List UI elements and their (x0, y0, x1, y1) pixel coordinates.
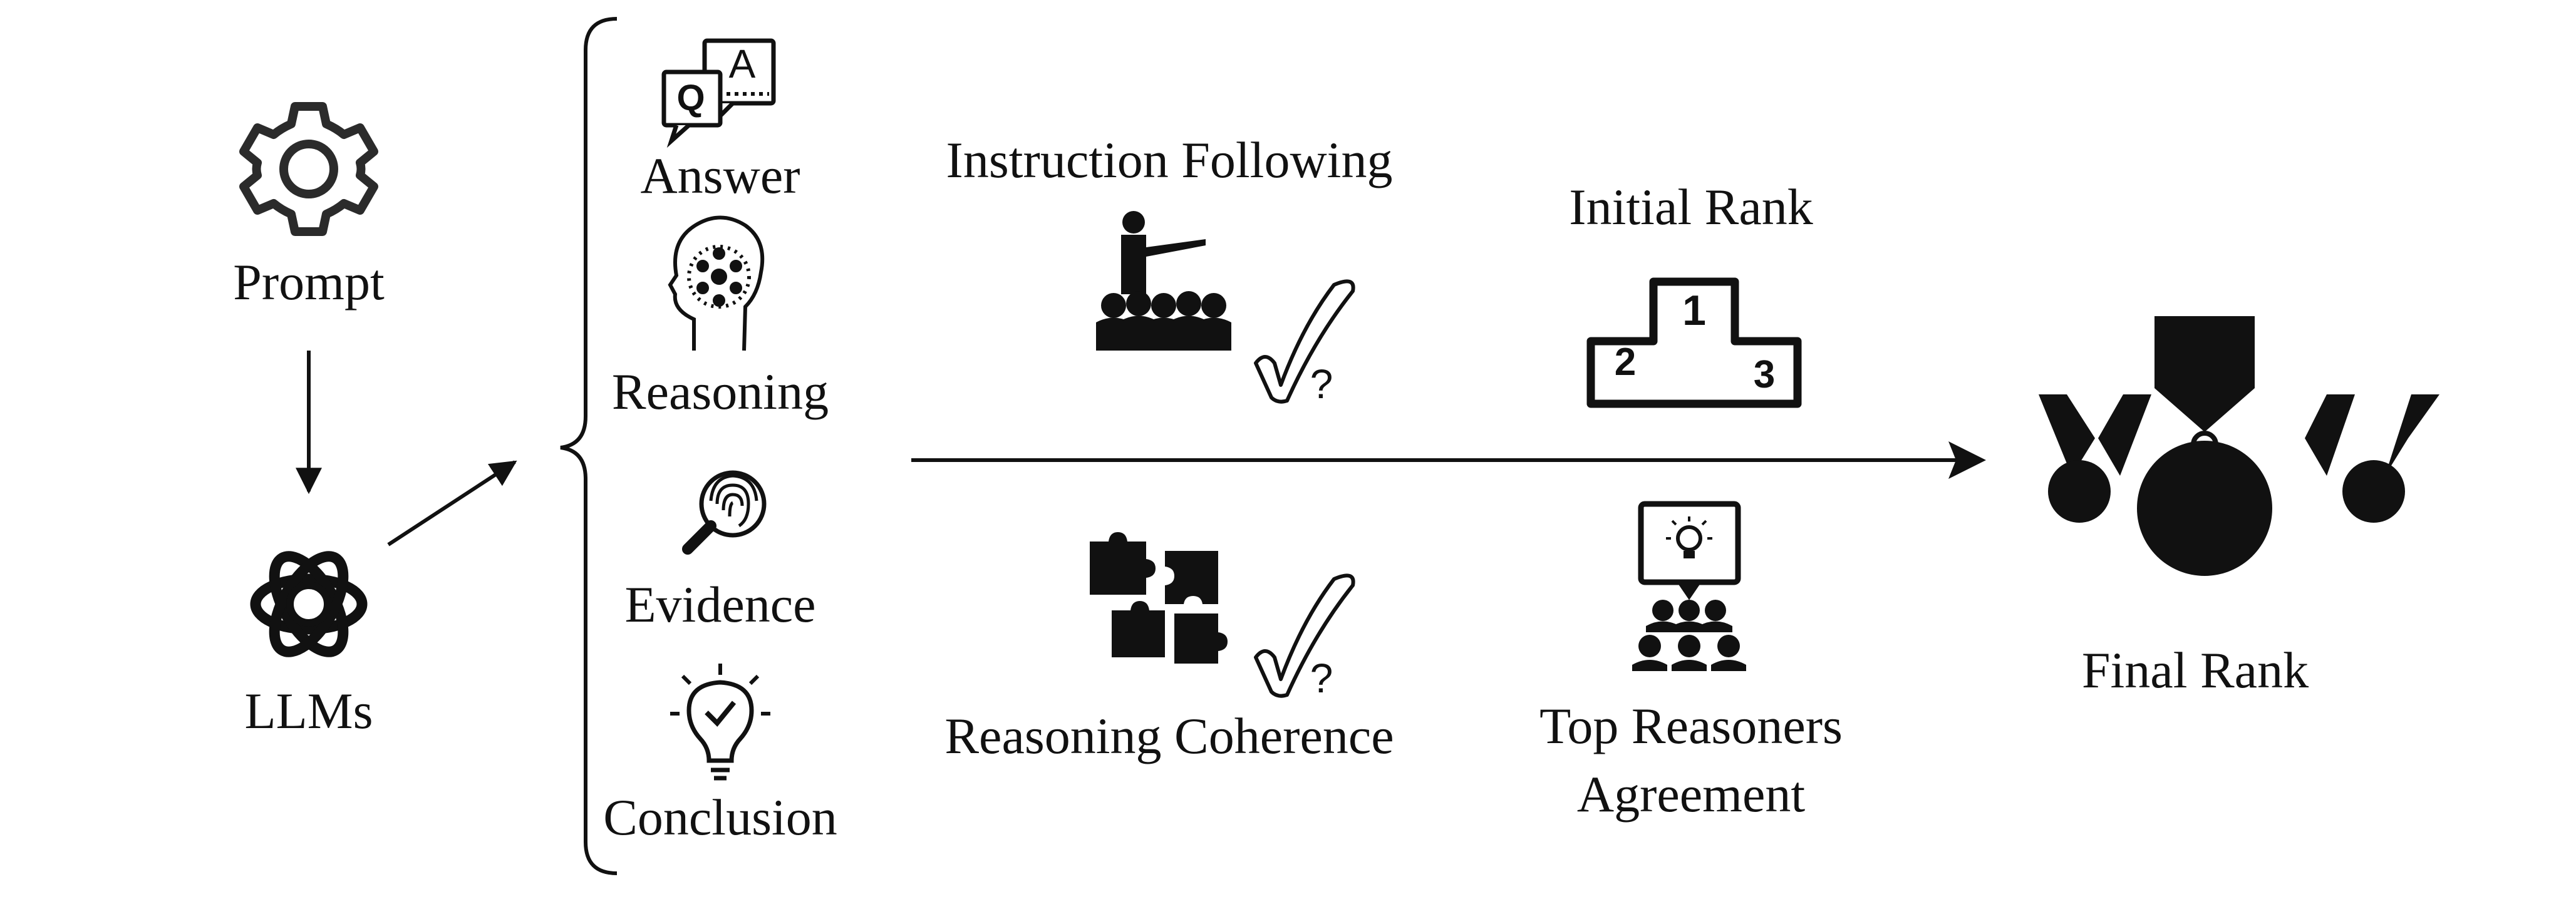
presenter-audience-icon (1096, 211, 1231, 351)
final-rank-label: Final Rank (2081, 642, 2309, 699)
reasoning-label: Reasoning (611, 363, 829, 420)
arrow-llms-to-components (387, 460, 517, 547)
qa-q-glyph: Q (676, 78, 705, 118)
puzzle-pieces-icon (1090, 532, 1228, 664)
podium-1-glyph: 1 (1682, 287, 1706, 334)
check-question-top: ? (1310, 361, 1333, 407)
llms-label: LLMs (244, 682, 373, 739)
top-reasoners-line2: Agreement (1576, 766, 1806, 823)
initial-rank-label: Initial Rank (1569, 178, 1813, 235)
check-question-bottom: ? (1310, 655, 1333, 701)
reasoning-coherence-label: Reasoning Coherence (944, 707, 1394, 764)
top-reasoners-label: Top Reasoners Agreement (1539, 692, 1843, 828)
qa-a-glyph: A (728, 41, 756, 86)
qa-speech-bubbles-icon (661, 38, 776, 148)
instruction-following-label: Instruction Following (946, 131, 1393, 188)
podium-3-glyph: 3 (1753, 353, 1776, 396)
top-reasoners-line1: Top Reasoners (1539, 697, 1843, 754)
podium-2-glyph: 2 (1614, 341, 1637, 384)
audience-idea-board-icon (1632, 501, 1746, 671)
gear-icon (239, 102, 378, 236)
head-brain-icon (668, 215, 765, 351)
checkmark-icon-bottom (1254, 573, 1355, 698)
answer-label: Answer (640, 147, 800, 204)
prompt-label: Prompt (233, 254, 385, 311)
evidence-label: Evidence (624, 576, 816, 633)
podium-icon (1586, 277, 1802, 408)
conclusion-label: Conclusion (603, 789, 837, 846)
medals-icon (2039, 316, 2439, 576)
curly-brace (560, 17, 618, 875)
lightbulb-check-icon (670, 664, 770, 781)
openai-logo-icon (250, 551, 368, 657)
checkmark-icon-top (1254, 279, 1355, 404)
fingerprint-magnifier-icon (682, 470, 767, 555)
